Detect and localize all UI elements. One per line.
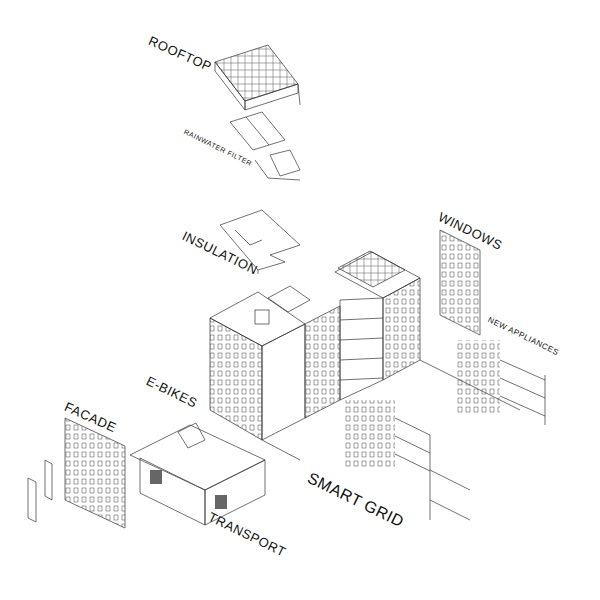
- part-label: E-BIKES: [144, 374, 199, 410]
- facade-panel: [28, 418, 125, 528]
- windows-panel: [440, 230, 480, 335]
- part-label: ROOFTOP: [147, 34, 214, 73]
- part-label: INSULATION: [180, 229, 259, 277]
- rainwater-filter: [230, 112, 300, 180]
- part-label: TRANSPORT: [206, 510, 288, 559]
- transport-pavilion: [130, 423, 265, 525]
- part-label: SMART GRID: [305, 470, 406, 530]
- rooftop-module: [215, 45, 300, 110]
- part-label: RAINWATER FILTER: [183, 128, 253, 167]
- appliances: [420, 340, 545, 425]
